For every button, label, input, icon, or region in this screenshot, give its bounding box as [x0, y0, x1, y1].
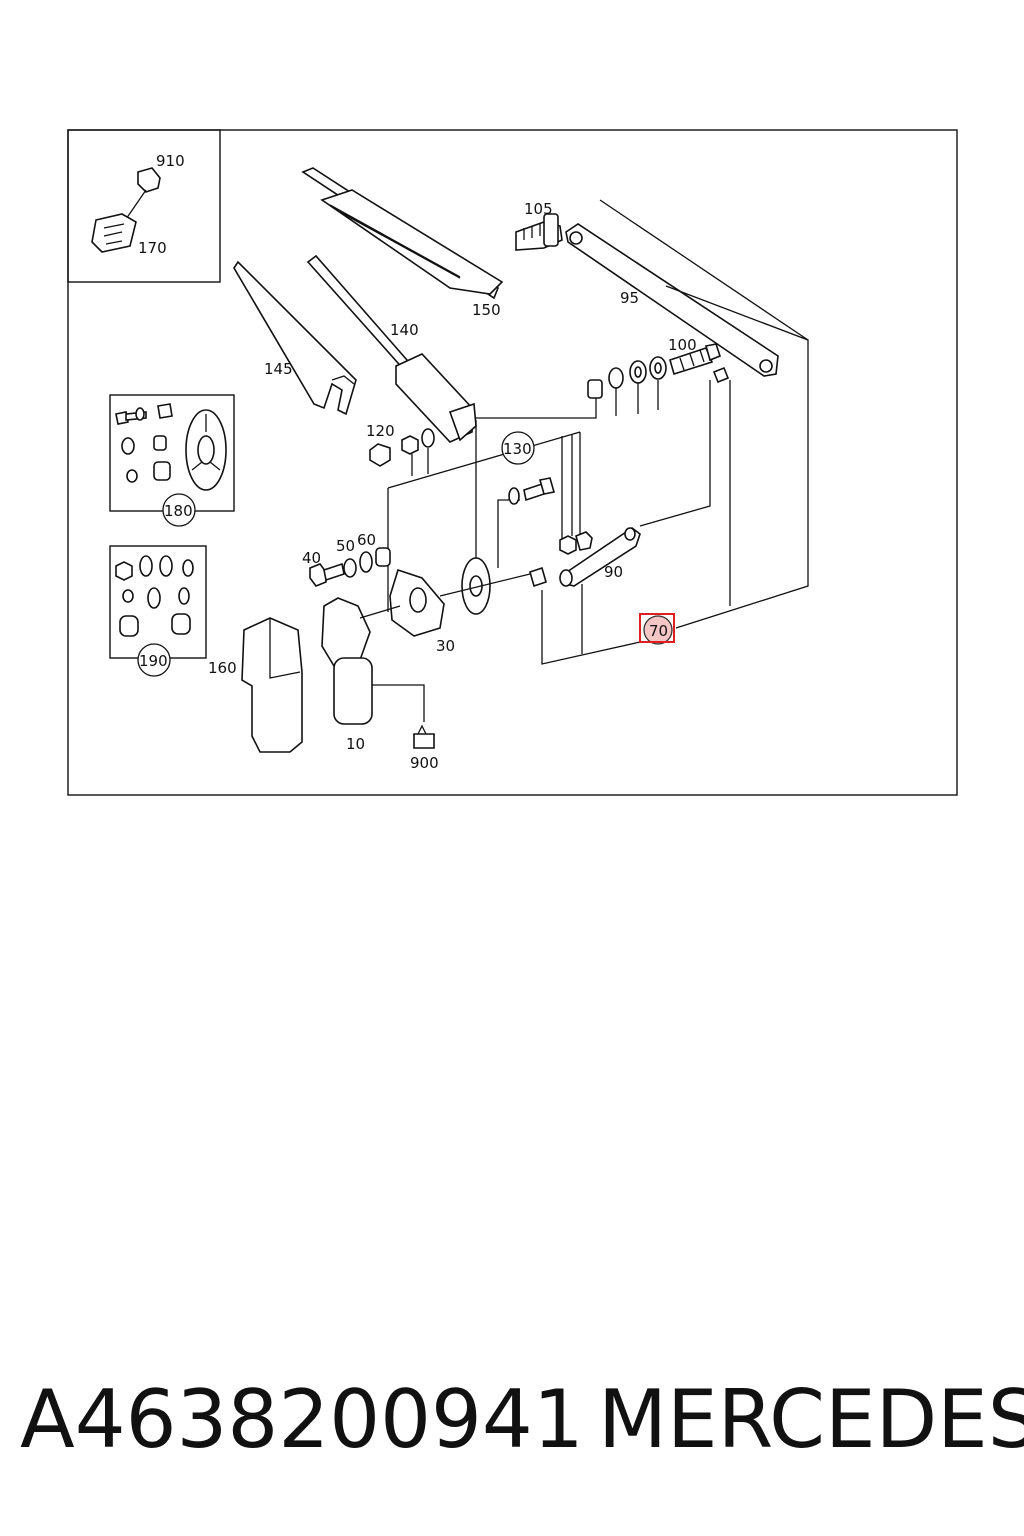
nut-120-icon: [369, 428, 435, 467]
linkage-rod-95-icon: [565, 223, 779, 377]
label-180: 180: [164, 502, 193, 520]
wiper-motor-10-icon: [321, 597, 401, 725]
sensor-170-icon: [91, 213, 137, 253]
diagram-frame: [67, 129, 958, 796]
inset-box-connector: [67, 129, 221, 283]
leader-lines: [372, 199, 809, 722]
crank-disc-icon: [439, 557, 531, 615]
callout-circle-190: [137, 643, 171, 677]
label-30: 30: [436, 637, 455, 655]
washer-50-icon: [343, 558, 357, 578]
label-50: 50: [336, 537, 355, 555]
kit-190-parts-icon: [115, 555, 194, 637]
label-900: 900: [410, 754, 439, 772]
label-120: 120: [366, 422, 395, 440]
label-40: 40: [302, 549, 321, 567]
highlight-box-70: [639, 613, 675, 643]
bolt-40-icon: [309, 562, 345, 587]
callout-circle-180: [162, 493, 196, 527]
callout-circle-70: [643, 615, 673, 645]
label-105: 105: [524, 200, 553, 218]
label-170: 170: [138, 239, 167, 257]
connector-910-icon: [123, 167, 161, 223]
wiper-blade-150-icon: [301, 167, 504, 300]
link-90-icon: [529, 527, 641, 588]
cover-160-icon: [241, 617, 303, 753]
part-number: A4638200941: [20, 1373, 584, 1466]
kit-180-parts-icon: [115, 403, 227, 491]
connector-900-icon: [413, 724, 435, 749]
label-60: 60: [357, 531, 376, 549]
label-95: 95: [620, 289, 639, 307]
wiper-parts-diagram: 910 170 105 150 95 140 145 100 120 130 1…: [67, 129, 958, 796]
label-160: 160: [208, 659, 237, 677]
label-145: 145: [264, 360, 293, 378]
label-130: 130: [503, 440, 532, 458]
caption-bar: A4638200941 MERCEDES: [0, 1365, 1024, 1475]
label-140: 140: [390, 321, 419, 339]
label-10: 10: [346, 735, 365, 753]
washer-set-icon: [587, 356, 667, 399]
bush-60-icon: [359, 547, 391, 573]
bolt-130-icon: [508, 477, 556, 505]
label-150: 150: [472, 301, 501, 319]
wiper-arm-140-icon: [306, 254, 477, 443]
brand-name: MERCEDES: [598, 1373, 1024, 1466]
pivot-105-icon: [515, 213, 563, 251]
label-190: 190: [139, 652, 168, 670]
label-100: 100: [668, 336, 697, 354]
label-70: 70: [649, 622, 668, 640]
label-90: 90: [604, 563, 623, 581]
callout-circle-130: [501, 431, 535, 465]
mounting-plate-30-icon: [389, 568, 445, 637]
cover-145-icon: [233, 260, 357, 416]
stud-100-icon: [669, 343, 730, 384]
label-910: 910: [156, 152, 185, 170]
